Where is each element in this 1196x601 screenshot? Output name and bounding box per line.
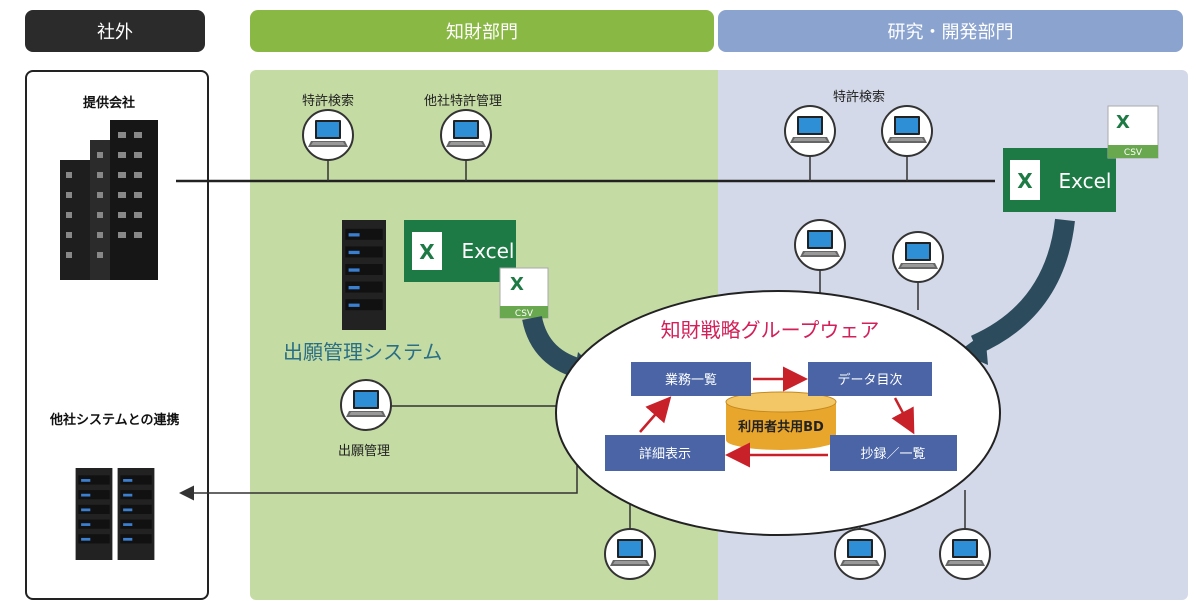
excel-icon: X Excel [404, 220, 516, 282]
header-external: 社外 [25, 10, 205, 52]
application-mgmt-label: 出願管理 [338, 444, 391, 459]
svg-text:X: X [1017, 169, 1033, 193]
svg-text:CSV: CSV [515, 309, 534, 319]
shared-db-label: 利用者共用BD [738, 419, 824, 435]
other-patent-mgmt-label: 他社特許管理 [424, 94, 503, 109]
laptop-icon [440, 109, 492, 161]
application-system-label: 出願管理システム [283, 340, 443, 364]
laptop-icon [892, 231, 944, 283]
header-ip-dept: 知財部門 [250, 10, 714, 52]
application-server-icon [342, 220, 386, 330]
svg-text:詳細表示: 詳細表示 [639, 446, 691, 462]
svg-text:抄録／一覧: 抄録／一覧 [860, 446, 925, 462]
excel-icon: X Excel [1003, 148, 1116, 212]
laptop-icon [340, 379, 392, 431]
flow-arrow [639, 396, 672, 433]
node-business-list [631, 362, 751, 396]
svg-text:Excel: Excel [1059, 169, 1112, 193]
svg-text:X: X [1116, 112, 1130, 133]
csv-icon: X CSV [1107, 105, 1159, 159]
provider-label: 提供会社 [83, 96, 136, 111]
node-detail-view [605, 435, 725, 471]
laptop-icon [881, 105, 933, 157]
ip-patent-search-label: 特許検索 [302, 94, 355, 109]
shared-db-icon [725, 391, 837, 450]
rd-patent-search-label: 特許検索 [833, 90, 886, 105]
laptop-icon [784, 105, 836, 157]
node-data-index [808, 362, 932, 396]
groupware-title: 知財戦略グループウェア [661, 318, 880, 342]
node-excerpt-list [830, 435, 957, 471]
svg-text:CSV: CSV [1124, 148, 1143, 158]
big-arrow-right [970, 218, 1075, 355]
laptop-icon [604, 528, 656, 580]
flow-arrow [891, 397, 915, 435]
svg-text:Excel: Excel [462, 239, 515, 263]
header-rd-dept: 研究・開発部門 [718, 10, 1183, 52]
other-system-label: 他社システムとの連携 [50, 413, 180, 428]
svg-text:データ目次: データ目次 [837, 372, 902, 388]
building-icon [60, 120, 158, 280]
csv-icon: X CSV [499, 267, 549, 319]
svg-text:X: X [419, 240, 435, 264]
laptop-icon [939, 528, 991, 580]
laptop-icon [794, 219, 846, 271]
laptop-icon [834, 528, 886, 580]
svg-text:業務一覧: 業務一覧 [665, 372, 717, 388]
laptop-icon [302, 109, 354, 161]
svg-text:X: X [510, 274, 524, 295]
external-server-icon [75, 468, 155, 560]
